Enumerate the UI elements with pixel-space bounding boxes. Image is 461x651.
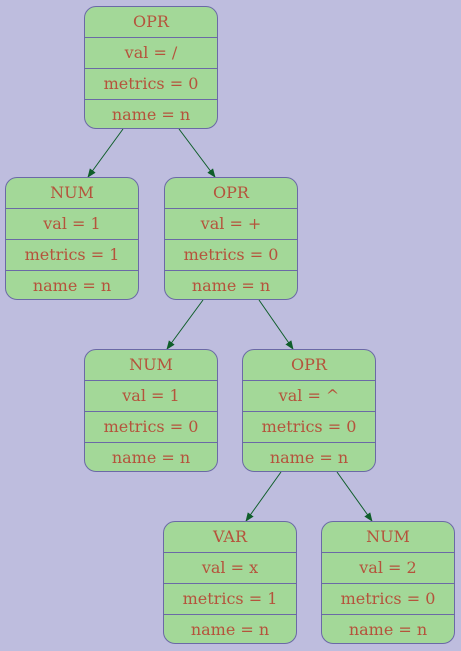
node-val: val = ^: [243, 381, 375, 412]
node-n4: NUM val = 1 metrics = 0 name = n: [84, 349, 218, 472]
node-val: val = 2: [322, 553, 454, 584]
node-n3: OPR val = + metrics = 0 name = n: [164, 177, 298, 300]
edge-n1-n2: [87, 128, 124, 178]
node-name: name = n: [190, 620, 270, 639]
node-type: VAR: [164, 522, 296, 553]
node-val: val = +: [165, 209, 297, 240]
edge-n5-n7: [336, 471, 373, 522]
node-val: val = 1: [6, 209, 138, 240]
node-n7: NUM val = 2 metrics = 0 name = n: [321, 521, 455, 644]
node-type: NUM: [85, 350, 217, 381]
node-name: name = n: [348, 620, 428, 639]
node-type: OPR: [85, 7, 217, 38]
node-metrics: metrics = 1: [6, 240, 138, 271]
node-metrics: metrics = 1: [164, 584, 296, 615]
edge-n3-n4: [166, 299, 204, 350]
node-type: NUM: [322, 522, 454, 553]
edge-n1-n3: [178, 128, 216, 178]
node-val: val = 1: [85, 381, 217, 412]
node-name: name = n: [111, 105, 191, 124]
node-name: name = n: [32, 276, 112, 295]
node-name: name = n: [191, 276, 271, 295]
node-val: val = x: [164, 553, 296, 584]
node-metrics: metrics = 0: [165, 240, 297, 271]
node-name: name = n: [269, 448, 349, 467]
node-metrics: metrics = 0: [85, 412, 217, 443]
node-metrics: metrics = 0: [243, 412, 375, 443]
node-n6: VAR val = x metrics = 1 name = n: [163, 521, 297, 644]
node-name: name = n: [111, 448, 191, 467]
node-type: OPR: [165, 178, 297, 209]
node-metrics: metrics = 0: [85, 69, 217, 100]
node-n1: OPR val = / metrics = 0 name = n: [84, 6, 218, 129]
node-val: val = /: [85, 38, 217, 69]
node-metrics: metrics = 0: [322, 584, 454, 615]
node-n2: NUM val = 1 metrics = 1 name = n: [5, 177, 139, 300]
node-type: NUM: [6, 178, 138, 209]
edge-n3-n5: [258, 299, 294, 350]
node-n5: OPR val = ^ metrics = 0 name = n: [242, 349, 376, 472]
edge-n5-n6: [245, 471, 282, 522]
node-type: OPR: [243, 350, 375, 381]
